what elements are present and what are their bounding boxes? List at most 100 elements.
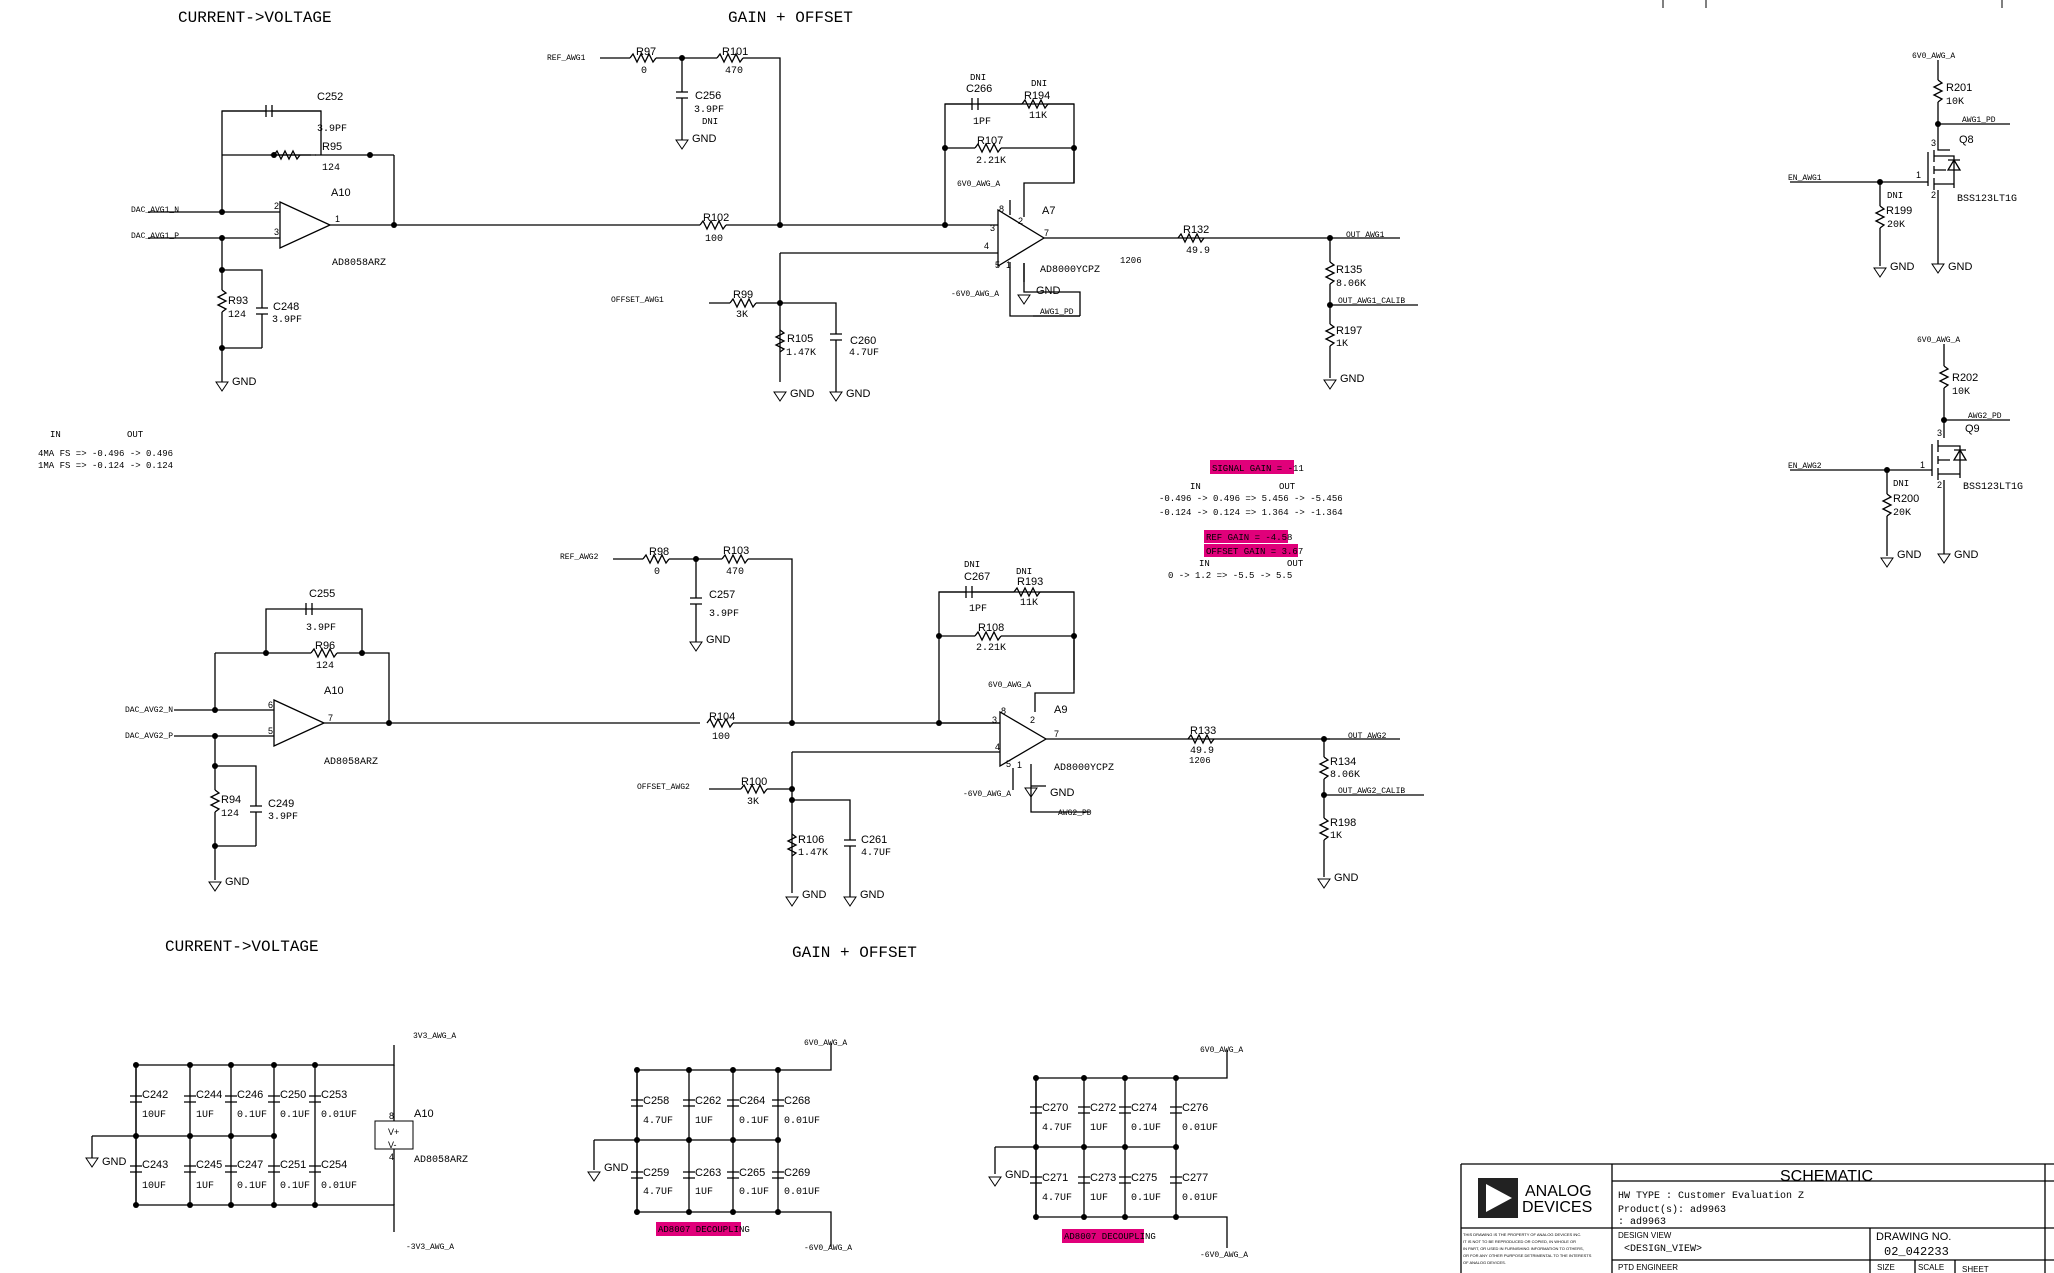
c247-ref: C247 <box>237 1159 263 1171</box>
a7-pin5: 5 <box>995 260 1000 270</box>
decoupling-a10: 3V3_AWG_A -3V3_AWG_A GND A10 AD8058ARZ V… <box>85 1032 468 1252</box>
ref-awg1: REF_AWG1 <box>547 54 586 63</box>
c248-val: 3.9PF <box>272 315 302 326</box>
c261-val: 4.7UF <box>861 848 891 859</box>
c244-ref: C244 <box>196 1089 222 1101</box>
c257-ref: C257 <box>709 589 735 601</box>
a10-vp: V+ <box>388 1127 399 1137</box>
r202-val: 10K <box>1952 387 1970 398</box>
hw-type: HW TYPE : Customer Evaluation Z <box>1618 1190 1804 1202</box>
r193-ref: R193 <box>1017 576 1043 588</box>
q8-ref: Q8 <box>1959 134 1974 146</box>
q8-pin1: 1 <box>1916 170 1921 180</box>
c276-val: 0.01UF <box>1182 1123 1218 1134</box>
header-cv-bottom: CURRENT->VOLTAGE <box>165 938 319 956</box>
c273-val: 1UF <box>1090 1193 1108 1204</box>
awg1-pd: AWG1_PD <box>1962 116 1996 125</box>
decoup1-labels: C24210UFC2441UFC2460.1UFC2500.1UFC2530.0… <box>142 1089 357 1192</box>
r200-ref: R200 <box>1893 493 1919 505</box>
decoup2-vpos: 6V0_AWG_A <box>804 1039 847 1048</box>
c276-ref: C276 <box>1182 1102 1208 1114</box>
c270-val: 4.7UF <box>1042 1123 1072 1134</box>
header-cv-top: CURRENT->VOLTAGE <box>178 9 332 27</box>
decoup2-vneg: -6V0_AWG_A <box>804 1244 852 1253</box>
header-go-top: GAIN + OFFSET <box>728 9 853 27</box>
c272-val: 1UF <box>1090 1123 1108 1134</box>
a10-part: AD8058ARZ <box>332 258 386 269</box>
r101-ref: R101 <box>722 46 748 58</box>
r133-ref: R133 <box>1190 725 1216 737</box>
gnd-label: GND <box>604 1162 629 1174</box>
design-view-value: <DESIGN_VIEW> <box>1624 1244 1702 1255</box>
r95-ref: R95 <box>322 141 342 153</box>
scale-label: SCALE <box>1918 1263 1944 1272</box>
legal-1: THIS DRAWING IS THE PROPERTY OF ANALOG D… <box>1463 1232 1581 1237</box>
a10-pin4: 4 <box>389 1152 394 1162</box>
a9-pin5: 5 <box>1006 759 1011 769</box>
c260-ref: C260 <box>850 335 876 347</box>
a10-ref: A10 <box>324 685 344 697</box>
gnd-label: GND <box>1890 261 1915 273</box>
c268-val: 0.01UF <box>784 1116 820 1127</box>
en-awg1: EN_AWG1 <box>1788 174 1822 183</box>
r194-val: 11K <box>1029 111 1047 122</box>
ptd-engineer: PTD ENGINEER <box>1618 1263 1678 1272</box>
note-out: OUT <box>127 430 144 440</box>
c242-val: 10UF <box>142 1110 166 1121</box>
a10-pin3: 3 <box>274 227 279 237</box>
r100-val: 3K <box>747 797 759 808</box>
c255-ref: C255 <box>309 588 335 600</box>
company-name-2: DEVICES <box>1522 1199 1592 1216</box>
a10-pin1: 1 <box>335 214 340 224</box>
c263-ref: C263 <box>695 1167 721 1179</box>
a7-pin2: 2 <box>1018 216 1023 226</box>
a7-ref: A7 <box>1042 205 1055 217</box>
q9-circuit: 6V0_AWG_A R202 10K AWG2_PD Q9 3 1 2 EN_A… <box>1788 336 2023 568</box>
gnd-label: GND <box>232 376 257 388</box>
gnd-label: GND <box>692 133 717 145</box>
c257-val: 3.9PF <box>709 609 739 620</box>
gnd-label: GND <box>1005 1169 1030 1181</box>
header-go-bottom: GAIN + OFFSET <box>792 944 917 962</box>
c251-ref: C251 <box>280 1159 306 1171</box>
design-view-label: DESIGN VIEW <box>1618 1231 1672 1240</box>
r135-val: 8.06K <box>1336 279 1366 290</box>
size-label: SIZE <box>1877 1263 1895 1272</box>
q9-part: BSS123LT1G <box>1963 482 2023 493</box>
q9-pin1: 1 <box>1920 460 1925 470</box>
r97-ref: R97 <box>636 46 656 58</box>
gnd-label: GND <box>1036 285 1061 297</box>
dac-avg2-p: DAC_AVG2_P <box>125 732 173 741</box>
r198-val: 1K <box>1330 831 1342 842</box>
r200-dni: DNI <box>1893 479 1909 489</box>
c243-ref: C243 <box>142 1159 168 1171</box>
note-row2: -0.124 -> 0.124 => 1.364 -> -1.364 <box>1159 508 1343 518</box>
r93-val: 124 <box>228 310 246 321</box>
a7-pin8: 8 <box>999 204 1004 214</box>
note-row3: 0 -> 1.2 => -5.5 -> 5.5 <box>1168 571 1292 581</box>
a10-ref: A10 <box>331 187 351 199</box>
gnd-label: GND <box>225 876 250 888</box>
c248-ref: C248 <box>273 301 299 313</box>
r107-val: 2.21K <box>976 156 1006 167</box>
offset-awg1: OFFSET_AWG1 <box>611 296 664 305</box>
r201-ref: R201 <box>1946 82 1972 94</box>
c263-val: 1UF <box>695 1187 713 1198</box>
r194-ref: R194 <box>1024 90 1050 102</box>
c266-dni: DNI <box>970 73 986 83</box>
r197-ref: R197 <box>1336 325 1362 337</box>
vneg-ch2: -6V0_AWG_A <box>963 790 1011 799</box>
c268-ref: C268 <box>784 1095 810 1107</box>
note-row2: 1MA FS => -0.124 -> 0.124 <box>38 461 173 471</box>
product: Product(s): ad9963 <box>1618 1204 1726 1216</box>
product-2: : ad9963 <box>1618 1216 1666 1228</box>
r198-ref: R198 <box>1330 817 1356 829</box>
decoup2-tag: AD8007 DECOUPLING <box>658 1225 750 1235</box>
r199-ref: R199 <box>1886 205 1912 217</box>
r132-ref: R132 <box>1183 224 1209 236</box>
note-out: OUT <box>1279 482 1296 492</box>
r108-ref: R108 <box>978 622 1004 634</box>
q8-pin3: 3 <box>1931 138 1936 148</box>
r105-val: 1.47K <box>786 348 816 359</box>
note-row1: -0.496 -> 0.496 => 5.456 -> -5.456 <box>1159 494 1343 504</box>
